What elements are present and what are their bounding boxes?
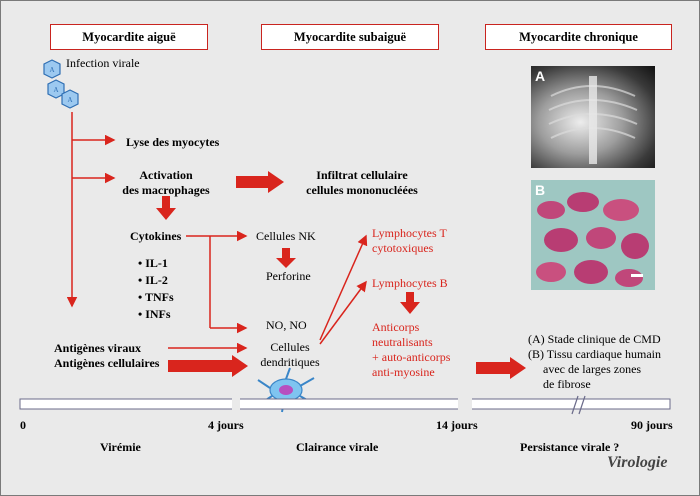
stade-label: (A) Stade clinique de CMD (B) Tissu card… [528, 332, 661, 391]
virus-icon: A A A [43, 59, 79, 109]
svg-text:A: A [67, 96, 72, 104]
nk-label: Cellules NK [256, 229, 316, 243]
cytokine-item: • TNFs [138, 290, 174, 304]
tissue-image: B [531, 180, 655, 290]
tissue-texture-icon [536, 192, 649, 287]
image-a-label: A [535, 68, 546, 84]
svg-text:A: A [49, 66, 54, 74]
activation-label: Activation des macrophages [122, 168, 210, 197]
time-0: 0 [20, 418, 26, 432]
dendritic-label: Cellules dendritiques [260, 340, 320, 369]
lympho-t-label: Lymphocytes T cytotoxiques [372, 226, 447, 255]
stage-clairance: Clairance virale [296, 440, 379, 454]
no-label: NO, NO [266, 318, 307, 332]
cytokines-label: Cytokines [130, 229, 182, 243]
lympho-b-label: Lymphocytes B [372, 276, 448, 290]
infection-label: Infection virale [66, 56, 140, 70]
xray-ribs-icon [548, 76, 638, 164]
timeline-bar [19, 395, 671, 415]
phase-subacute: Myocardite subaiguë [261, 24, 439, 50]
virologie-logo: Virologie [607, 454, 668, 471]
time-90: 90 jours [631, 418, 673, 432]
cytokine-item: • INFs [138, 307, 171, 321]
anticorps-label: Anticorps neutralisants + auto-anticorps… [372, 320, 451, 379]
antigenes-label: Antigènes viraux Antigènes cellulaires [54, 341, 160, 370]
phase-chronic: Myocardite chronique [485, 24, 672, 50]
cytokine-list: • IL-1 • IL-2 • TNFs • INFs [138, 255, 174, 323]
cytokine-item: • IL-1 [138, 256, 168, 270]
infiltrat-label: Infiltrat cellulaire cellules mononucléé… [306, 168, 418, 197]
xray-image: A [531, 66, 655, 168]
time-14: 14 jours [436, 418, 478, 432]
svg-text:A: A [53, 86, 58, 94]
image-b-label: B [535, 182, 546, 198]
stage-viremie: Virémie [100, 440, 141, 454]
time-4: 4 jours [208, 418, 244, 432]
stage-persistance: Persistance virale ? [520, 440, 620, 454]
cytokine-item: • IL-2 [138, 273, 168, 287]
phase-acute: Myocardite aiguë [50, 24, 208, 50]
lyse-label: Lyse des myocytes [126, 135, 220, 149]
perforine-label: Perforine [266, 269, 311, 283]
